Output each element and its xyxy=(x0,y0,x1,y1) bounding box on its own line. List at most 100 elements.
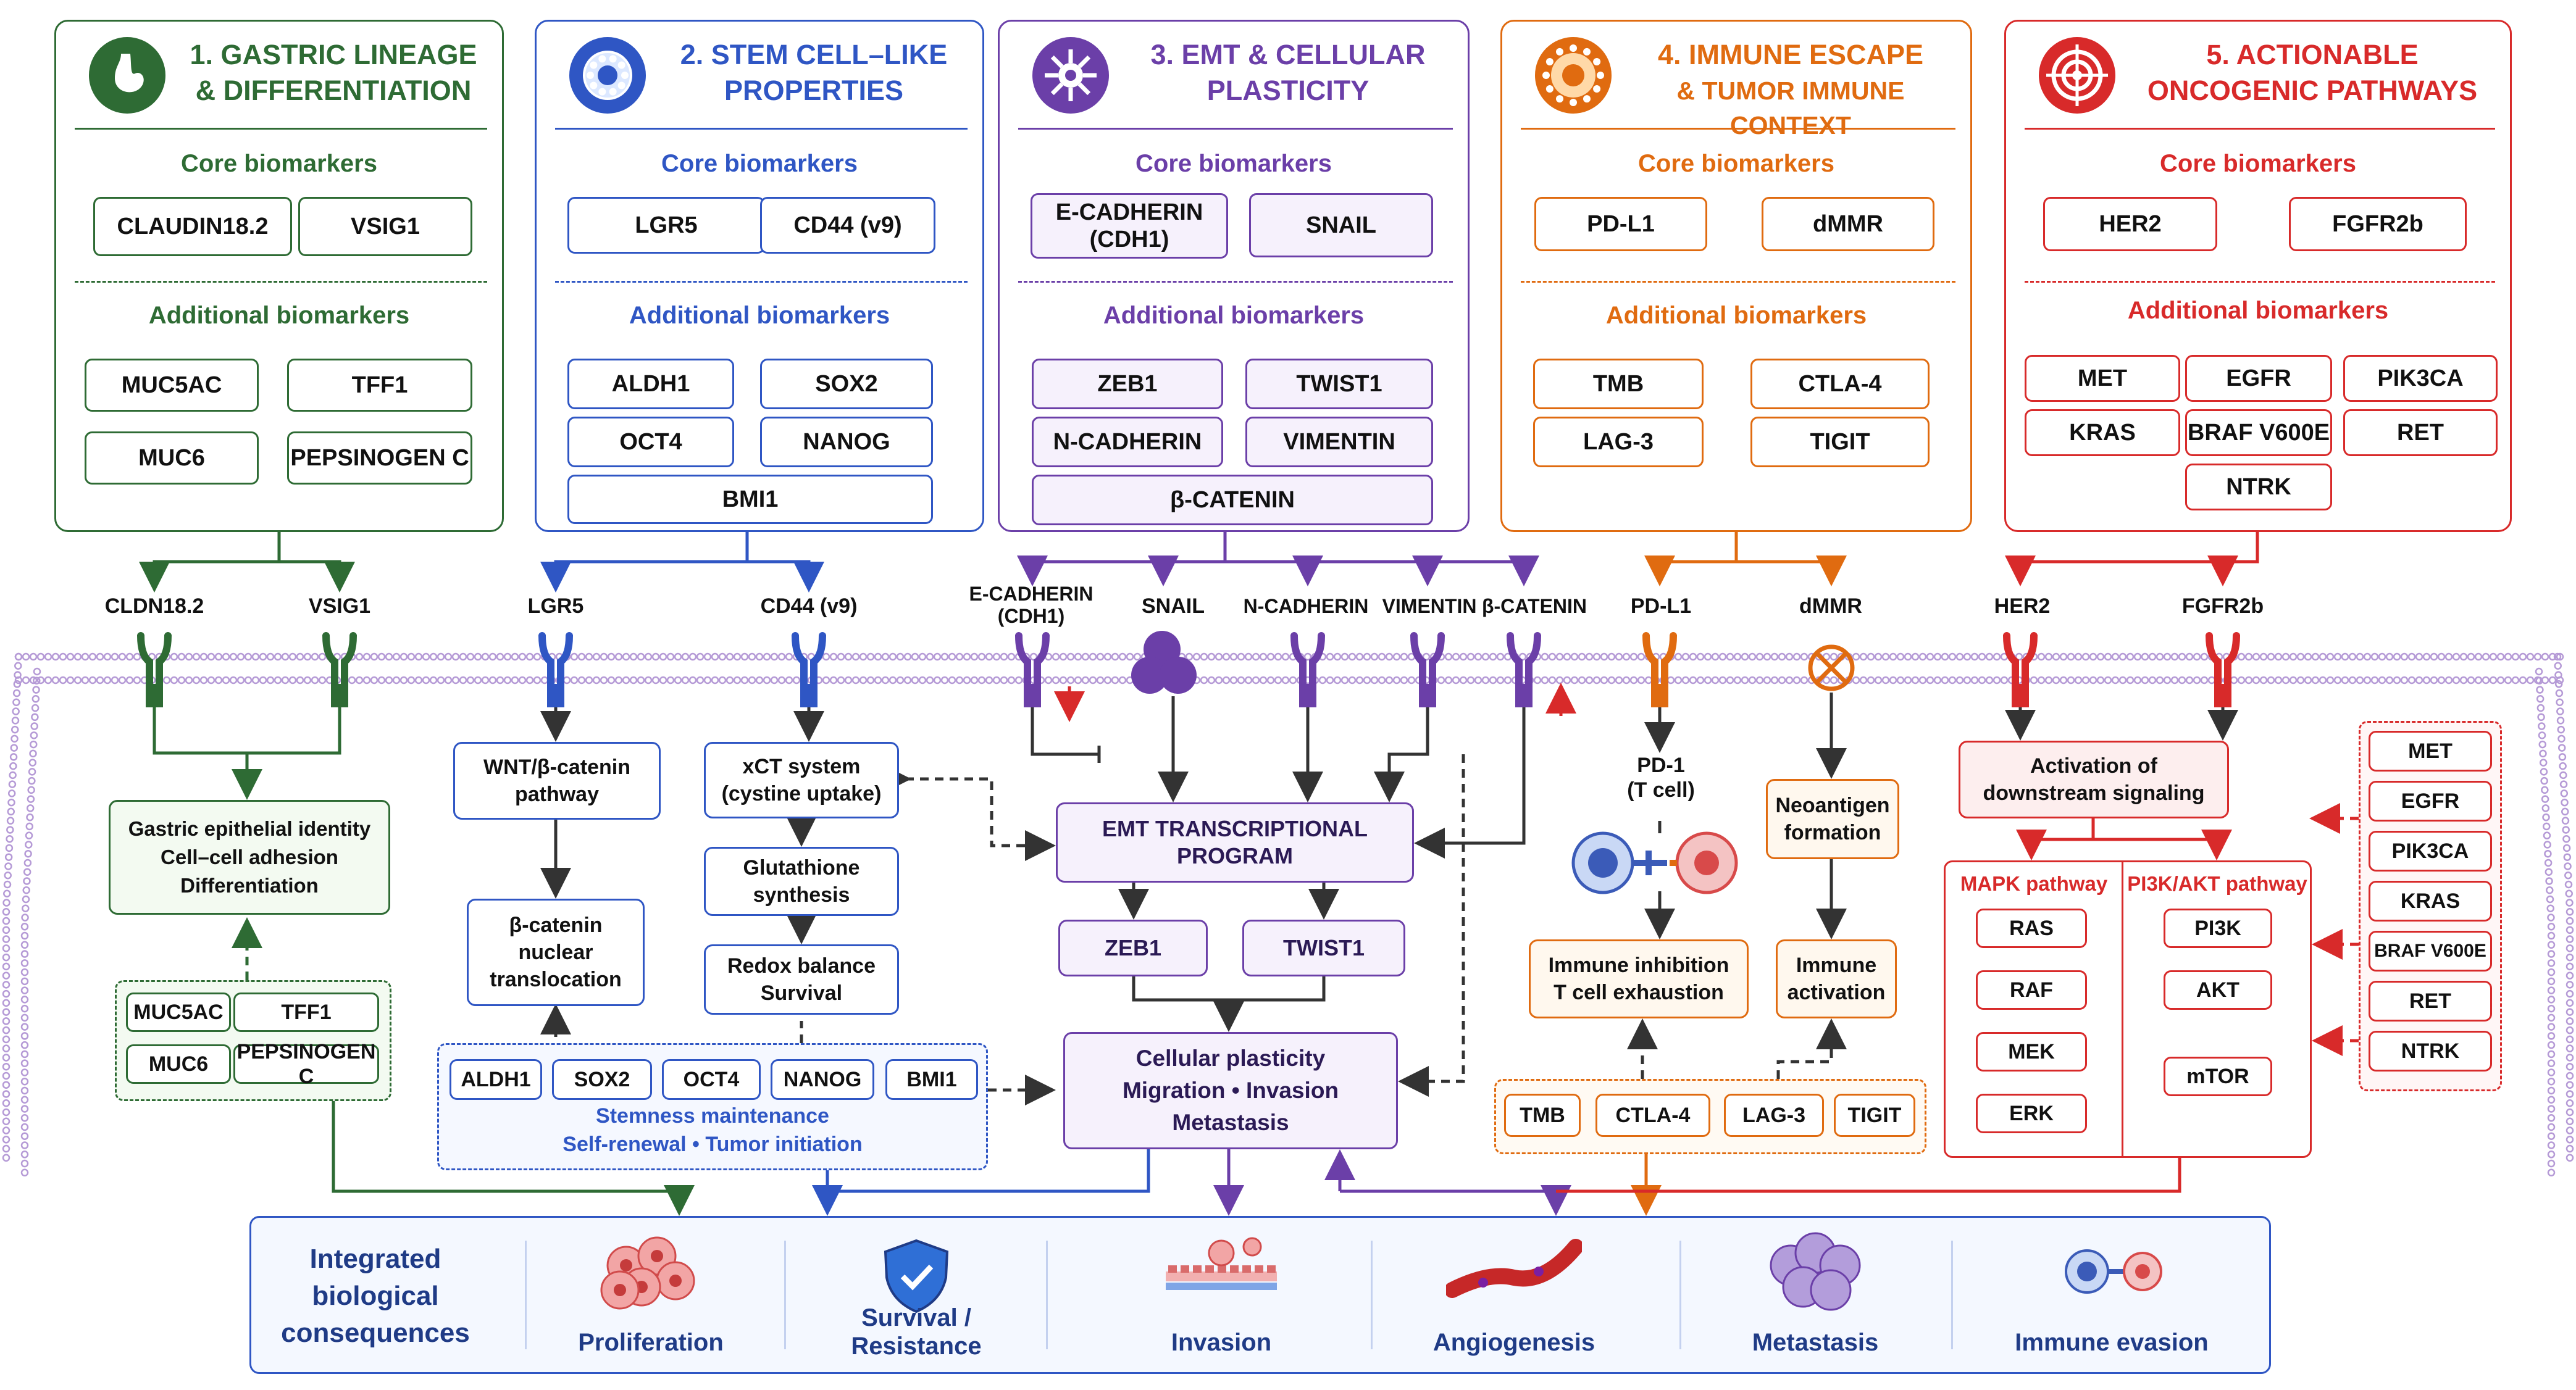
xct-system-box: xCT system (cystine uptake) xyxy=(704,742,899,818)
additional-biomarker: TWIST1 xyxy=(1245,359,1433,409)
expression-change-arrows xyxy=(1054,683,1576,722)
receptor-label-cldn: CLDN18.2 xyxy=(104,594,204,618)
additional-biomarker: ALDH1 xyxy=(567,359,734,409)
panel-title-line2: ONCOGENIC PATHWAYS xyxy=(2147,75,2478,106)
panel-title-line1: 4. IMMUNE ESCAPE xyxy=(1657,39,1924,70)
panel-title-line2: & DIFFERENTIATION xyxy=(195,75,472,106)
core-biomarkers-label: Core biomarkers xyxy=(1135,150,1332,177)
panel-title-line2: PLASTICITY xyxy=(1206,75,1370,106)
stemness-line1: Stemness maintenance xyxy=(596,1104,829,1128)
stem-marker: SOX2 xyxy=(552,1059,652,1100)
target-icon xyxy=(2037,35,2117,115)
virus-cell-icon xyxy=(1031,35,1111,115)
immune-activation-box: Immune activation xyxy=(1776,939,1897,1018)
core-biomarker: CLAUDIN18.2 xyxy=(93,197,292,256)
panel-3: 3. EMT & CELLULAR PLASTICITY Core biomarke… xyxy=(998,20,1470,532)
vimentin-receptor-icon xyxy=(1410,632,1445,707)
panel-title-line1: 1. GASTRIC LINEAGE xyxy=(190,39,477,70)
immune-cell-icon xyxy=(1533,35,1613,115)
pi3k-node: AKT xyxy=(2164,970,2272,1010)
additional-biomarker: NANOG xyxy=(760,417,933,467)
core-biomarkers-label: Core biomarkers xyxy=(2160,150,2356,177)
pdl1-receptor-icon xyxy=(1642,632,1677,707)
panel-header-divider xyxy=(1018,128,1453,130)
consequence-divider xyxy=(1679,1241,1681,1349)
pathway-arrows xyxy=(139,532,2359,1216)
panel-header-divider xyxy=(2025,128,2495,130)
panel-title-line2: & TUMOR IMMUNE CONTEXT xyxy=(1676,77,1905,139)
zeb1-box: ZEB1 xyxy=(1058,920,1208,976)
core-biomarker: VSIG1 xyxy=(298,197,472,256)
panel-title-line1: 2. STEM CELL–LIKE xyxy=(680,39,948,70)
additional-biomarker: N-CADHERIN xyxy=(1032,417,1223,467)
additional-biomarkers-label: Additional biomarkers xyxy=(1103,302,1365,329)
stem-cell-icon xyxy=(567,35,648,115)
core-biomarker: SNAIL xyxy=(1249,193,1433,257)
panel-section-divider xyxy=(1521,281,1955,283)
receptor-label-ecad: E-CADHERIN (CDH1) xyxy=(969,583,1094,627)
additional-biomarker: RET xyxy=(2343,409,2498,456)
immune-marker: TMB xyxy=(1504,1094,1581,1137)
cldn-receptor-icon xyxy=(137,632,172,707)
additional-biomarker: MUC5AC xyxy=(85,359,259,412)
consequence-label: Angiogenesis xyxy=(1432,1329,1595,1356)
stem-marker: OCT4 xyxy=(662,1059,761,1100)
panel-section-divider xyxy=(555,281,968,283)
core-biomarkers-label: Core biomarkers xyxy=(661,150,858,177)
consequence-label: Proliferation xyxy=(578,1329,724,1356)
panel-section-divider xyxy=(75,281,487,283)
receptor-label-vim: VIMENTIN xyxy=(1382,595,1477,617)
pi3k-node: mTOR xyxy=(2164,1057,2272,1096)
consequence-label: Survival / Resistance xyxy=(851,1304,982,1360)
stem-marker: BMI1 xyxy=(885,1059,978,1100)
receptor-label-pdl1: PD-L1 xyxy=(1630,594,1692,618)
additional-biomarker: VIMENTIN xyxy=(1245,417,1433,467)
receptor-label-dmmr: dMMR xyxy=(1799,594,1862,618)
additional-biomarker: MET xyxy=(2025,355,2180,402)
panel-title-line1: 3. EMT & CELLULAR xyxy=(1150,39,1426,70)
consequence-divider xyxy=(1371,1241,1373,1349)
snail-protein-icon xyxy=(1131,631,1197,694)
core-biomarker: E-CADHERIN (CDH1) xyxy=(1031,193,1228,259)
pi3k-node: PI3K xyxy=(2164,909,2272,948)
stemness-line2: Self-renewal • Tumor initiation xyxy=(562,1133,863,1156)
shield-icon xyxy=(848,1228,984,1315)
core-biomarker: dMMR xyxy=(1762,197,1934,251)
additional-biomarker: KRAS xyxy=(2025,409,2180,456)
twist1-box: TWIST1 xyxy=(1242,920,1405,976)
additional-biomarker: BRAF V600E xyxy=(2185,409,2332,456)
consequence-divider xyxy=(1046,1241,1048,1349)
panel-title-line2: PROPERTIES xyxy=(724,75,904,106)
immune-marker: LAG-3 xyxy=(1724,1094,1824,1137)
additional-biomarker: MUC6 xyxy=(85,431,259,485)
additional-biomarkers-label: Additional biomarkers xyxy=(148,302,410,329)
gastric-marker: MUC6 xyxy=(126,1044,231,1084)
emt-program-box: EMT TRANSCRIPTIONAL PROGRAM xyxy=(1056,802,1414,883)
dmmr-crossed-icon xyxy=(1808,644,1855,691)
additional-biomarkers-label: Additional biomarkers xyxy=(629,302,890,329)
gastric-identity-box: Gastric epithelial identity Cell–cell ad… xyxy=(109,800,390,915)
blood-vessel-icon xyxy=(1444,1228,1584,1315)
additional-biomarker: β-CATENIN xyxy=(1032,475,1433,525)
additional-biomarker: ZEB1 xyxy=(1032,359,1223,409)
panel-section-divider xyxy=(1018,281,1453,283)
receptor-label-ncad: N-CADHERIN xyxy=(1243,595,1369,617)
core-biomarker: CD44 (v9) xyxy=(760,197,935,254)
additional-biomarker: TMB xyxy=(1533,359,1704,409)
oncogene-marker: EGFR xyxy=(2369,781,2492,822)
immune-synapse-icon xyxy=(2044,1228,2180,1315)
core-biomarker: HER2 xyxy=(2043,197,2217,251)
receptor-label-bcat: β-CATENIN xyxy=(1481,595,1587,617)
consequences-title: Integrated biological consequences xyxy=(281,1244,470,1348)
receptor-label-cd44: CD44 (v9) xyxy=(760,594,858,618)
additional-biomarker: OCT4 xyxy=(567,417,734,467)
glutathione-box: Glutathione synthesis xyxy=(704,847,899,916)
mapk-pathway-label: MAPK pathway xyxy=(1960,872,2108,895)
additional-biomarker: TFF1 xyxy=(287,359,472,412)
immune-inhibition-box: Immune inhibition T cell exhaustion xyxy=(1529,939,1749,1018)
mapk-node: RAF xyxy=(1976,970,2087,1010)
cd44-receptor-icon xyxy=(792,632,826,707)
